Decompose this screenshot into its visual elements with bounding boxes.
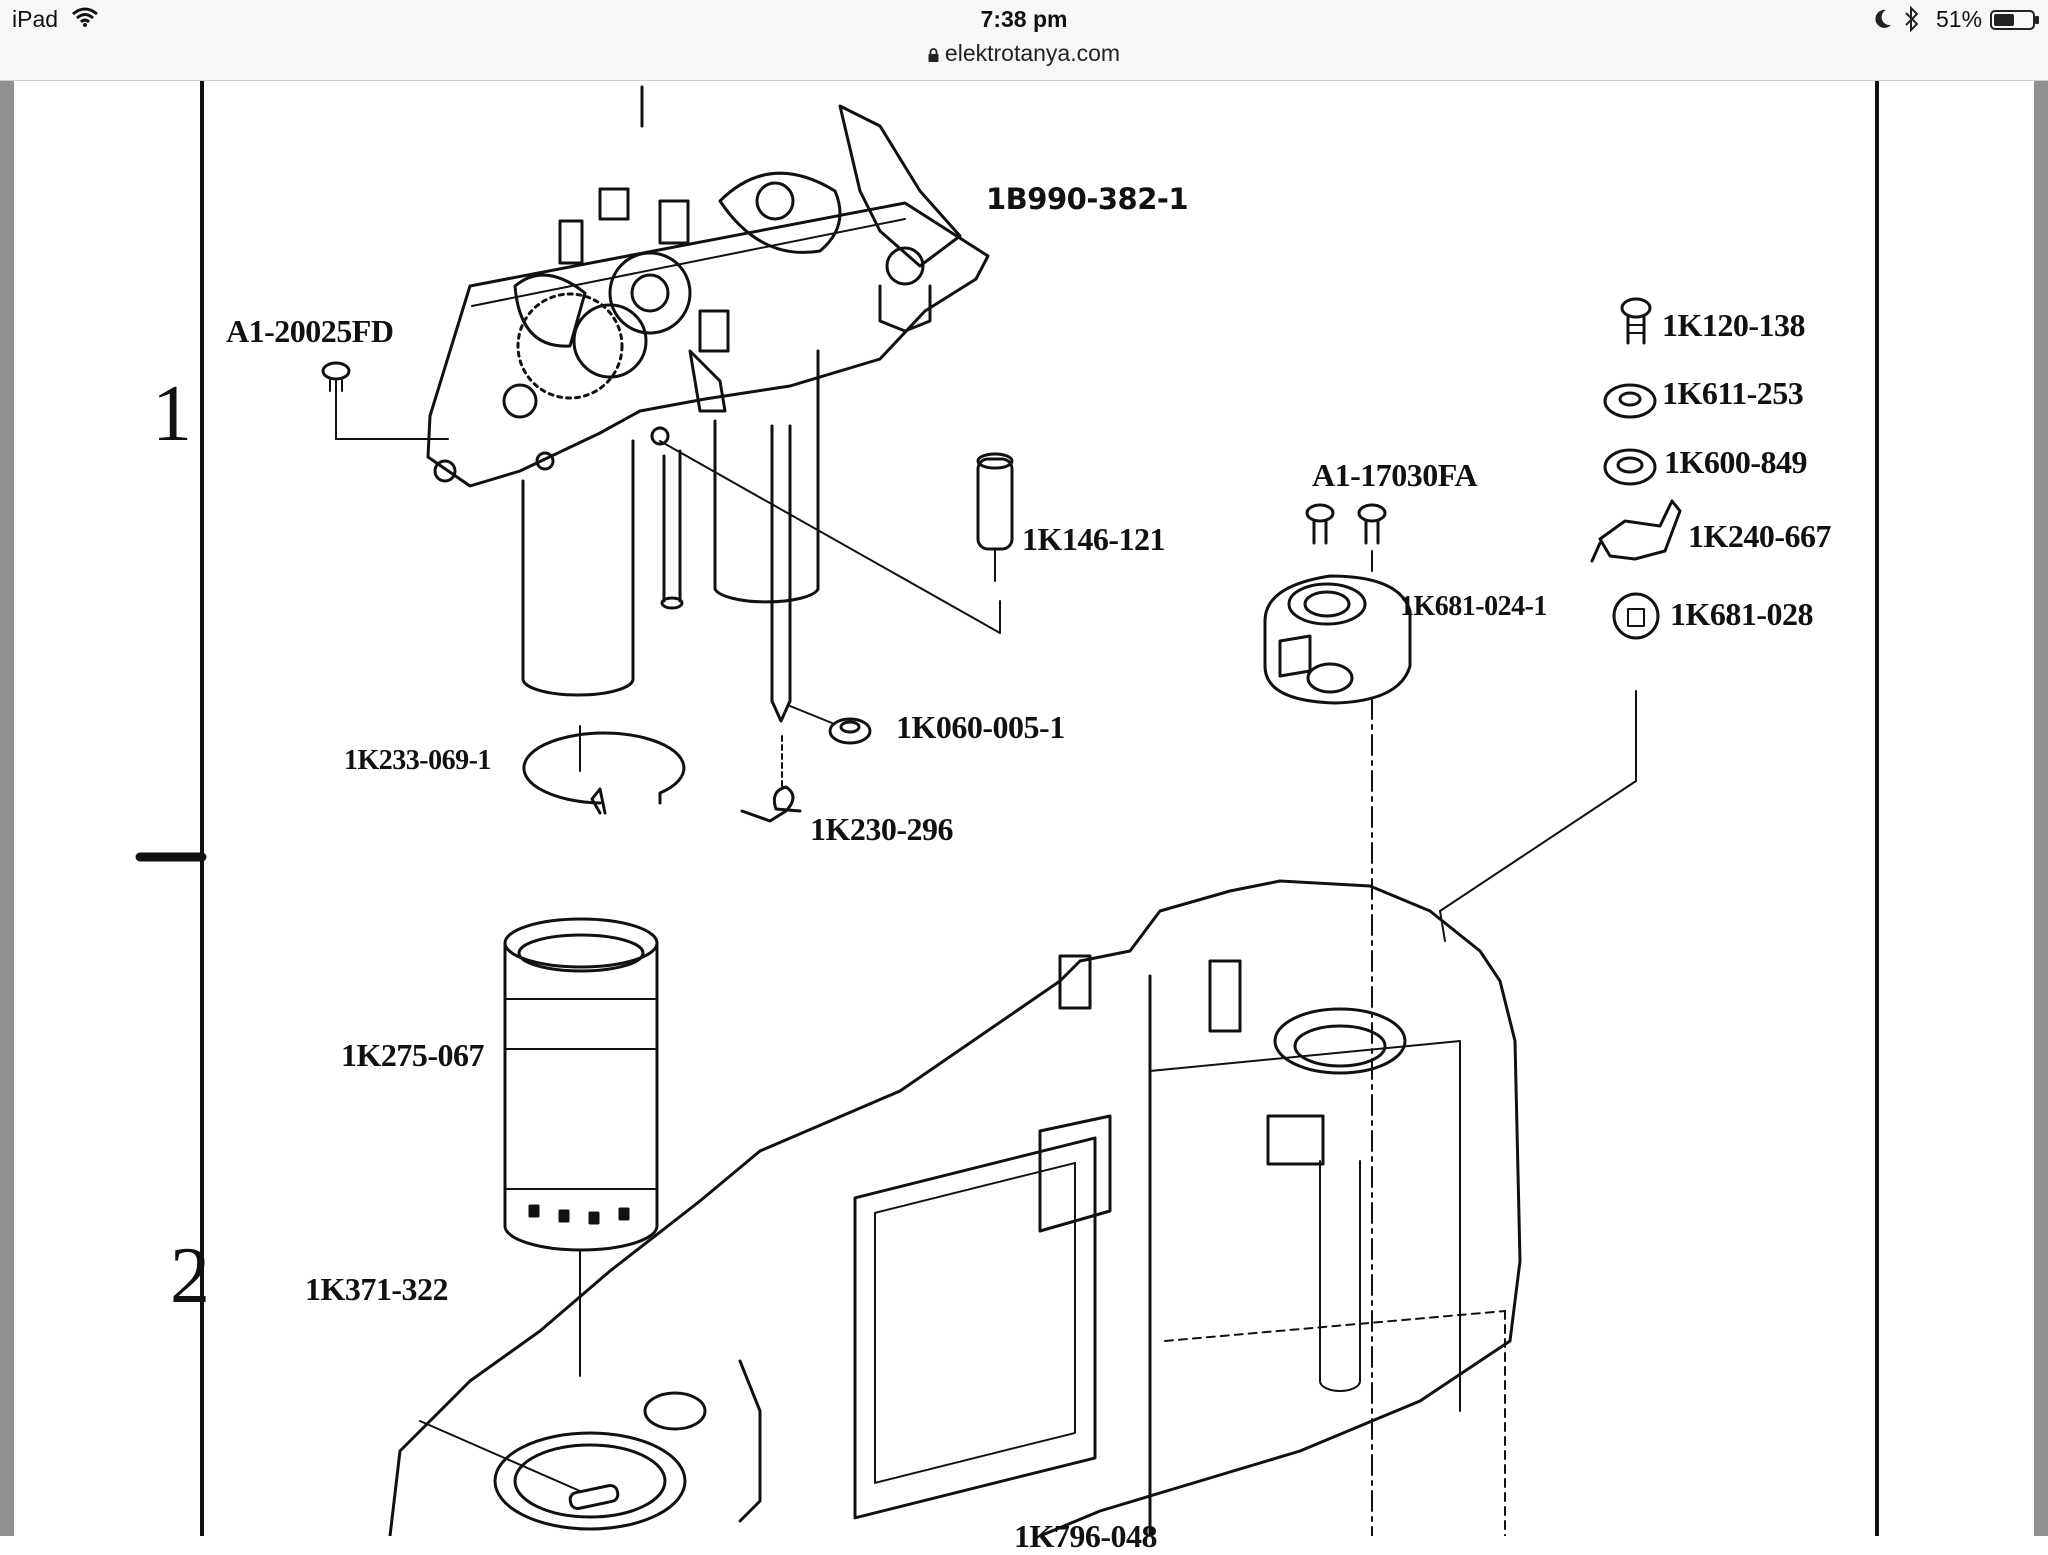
part-label-1k120-138: 1K120-138 [1662, 307, 1806, 343]
part-label-1k233-069-1: 1K233-069-1 [344, 745, 491, 776]
battery-icon [1990, 10, 2039, 30]
page-gutter-left [0, 81, 14, 1536]
row-number-2: 2 [170, 1232, 210, 1320]
bluetooth-icon [1905, 6, 1919, 32]
part-label-1k796-048: 1K796-048 [1014, 1518, 1158, 1554]
part-label-1k611-253: 1K611-253 [1662, 375, 1804, 411]
part-label-1k275-067: 1K275-067 [341, 1037, 485, 1073]
address-bar[interactable]: elektrotanya.com [0, 40, 2048, 67]
device-name: iPad [12, 6, 59, 32]
part-label-a1-17030fa: A1-17030FA [1312, 457, 1478, 493]
lock-icon [928, 48, 939, 62]
url-text: elektrotanya.com [944, 40, 1121, 66]
part-label-1k681-028: 1K681-028 [1670, 596, 1814, 632]
part-label-1k681-024-1: 1K681-024-1 [1400, 591, 1547, 622]
clock: 7:38 pm [980, 6, 1068, 32]
wifi-icon [72, 7, 98, 27]
battery-percent: 51% [1936, 6, 1983, 32]
part-label-1k060-005-1: 1K060-005-1 [896, 709, 1065, 745]
page-gutter-right [2034, 81, 2048, 1536]
part-label-1k146-121: 1K146-121 [1022, 521, 1166, 557]
row-number-1: 1 [152, 370, 192, 458]
moon-icon [1875, 9, 1891, 28]
part-label-1k230-296: 1K230-296 [810, 811, 954, 847]
exploded-parts-diagram [135, 81, 1879, 1536]
status-bar: iPad 7:38 pm elektrotanya.com 51% [0, 0, 2048, 81]
part-label-1k371-322: 1K371-322 [305, 1271, 449, 1307]
part-label-1k240-667: 1K240-667 [1688, 518, 1832, 554]
part-label-1k600-849: 1K600-849 [1664, 444, 1808, 480]
part-label-1b990-382-1: 1B990-382-1 [986, 182, 1189, 216]
web-page-viewport[interactable]: 1 2 1B990-382-1 A1-20025FD 1K120-138 1K6… [0, 81, 2048, 1554]
part-label-a1-20025fd: A1-20025FD [226, 313, 394, 349]
